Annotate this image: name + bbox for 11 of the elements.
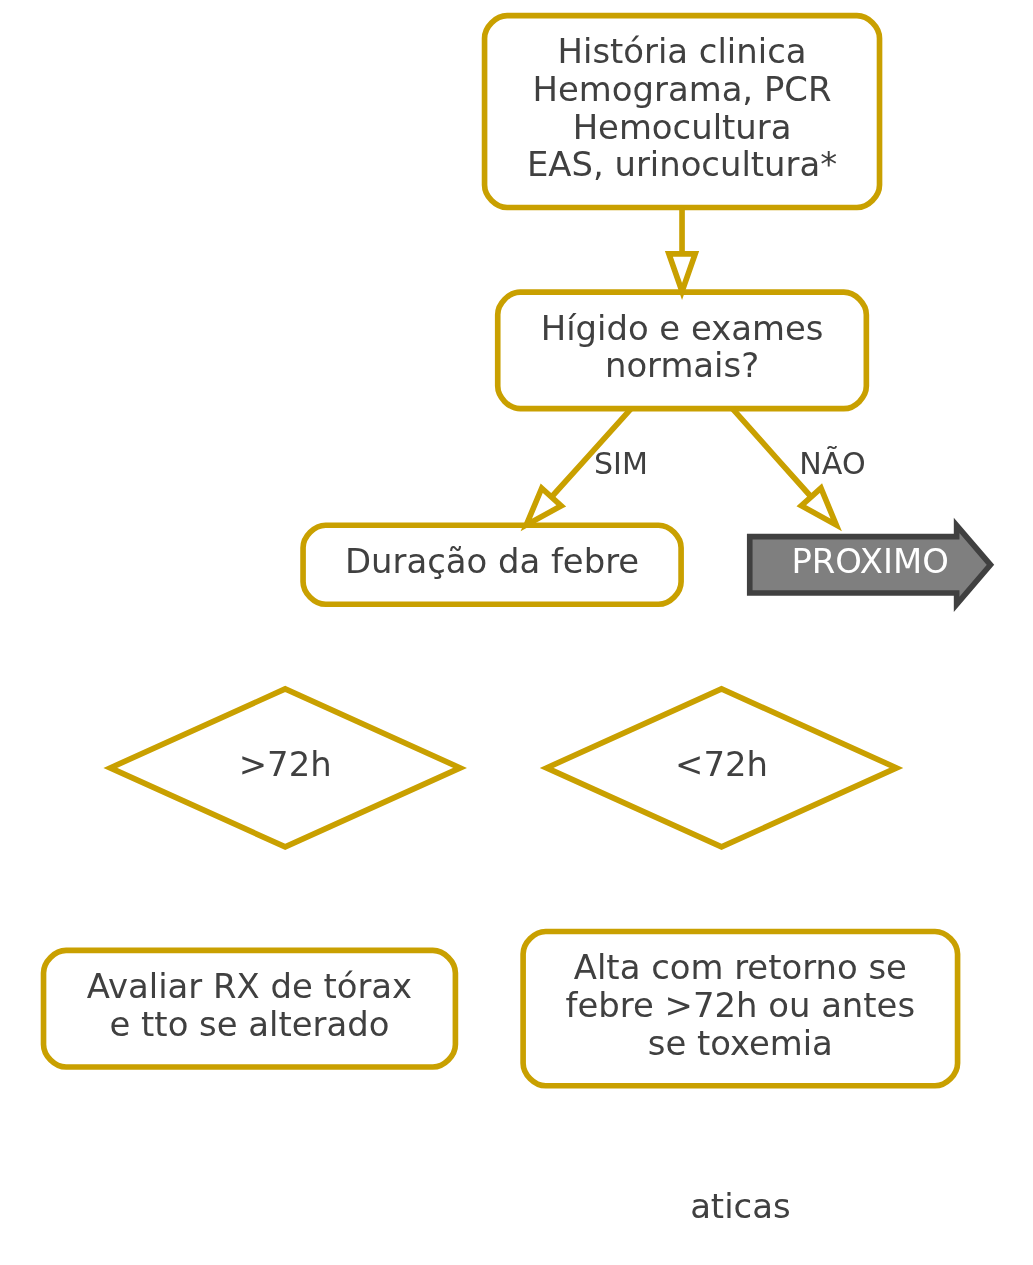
node-box: Avaliar RX de tórax e tto se alterado: [40, 947, 458, 1070]
label: aticas: [689, 1187, 791, 1227]
node-box: Alta com retorno se febre >72h ou antes se toxemia: [519, 928, 960, 1089]
node-diamond: >72h: [102, 685, 467, 850]
node-box: Hígido e exames normais?: [494, 289, 869, 412]
arrow: [664, 207, 699, 300]
edge-label: NÃO: [798, 446, 866, 482]
node-box: Duração da febre: [299, 522, 684, 608]
node-diamond: <72h: [539, 685, 903, 850]
edge-label: SIM: [593, 446, 648, 482]
node-box: História clinica Hemograma, PCR Hemocultura EAS, urinocultura*: [481, 12, 882, 211]
